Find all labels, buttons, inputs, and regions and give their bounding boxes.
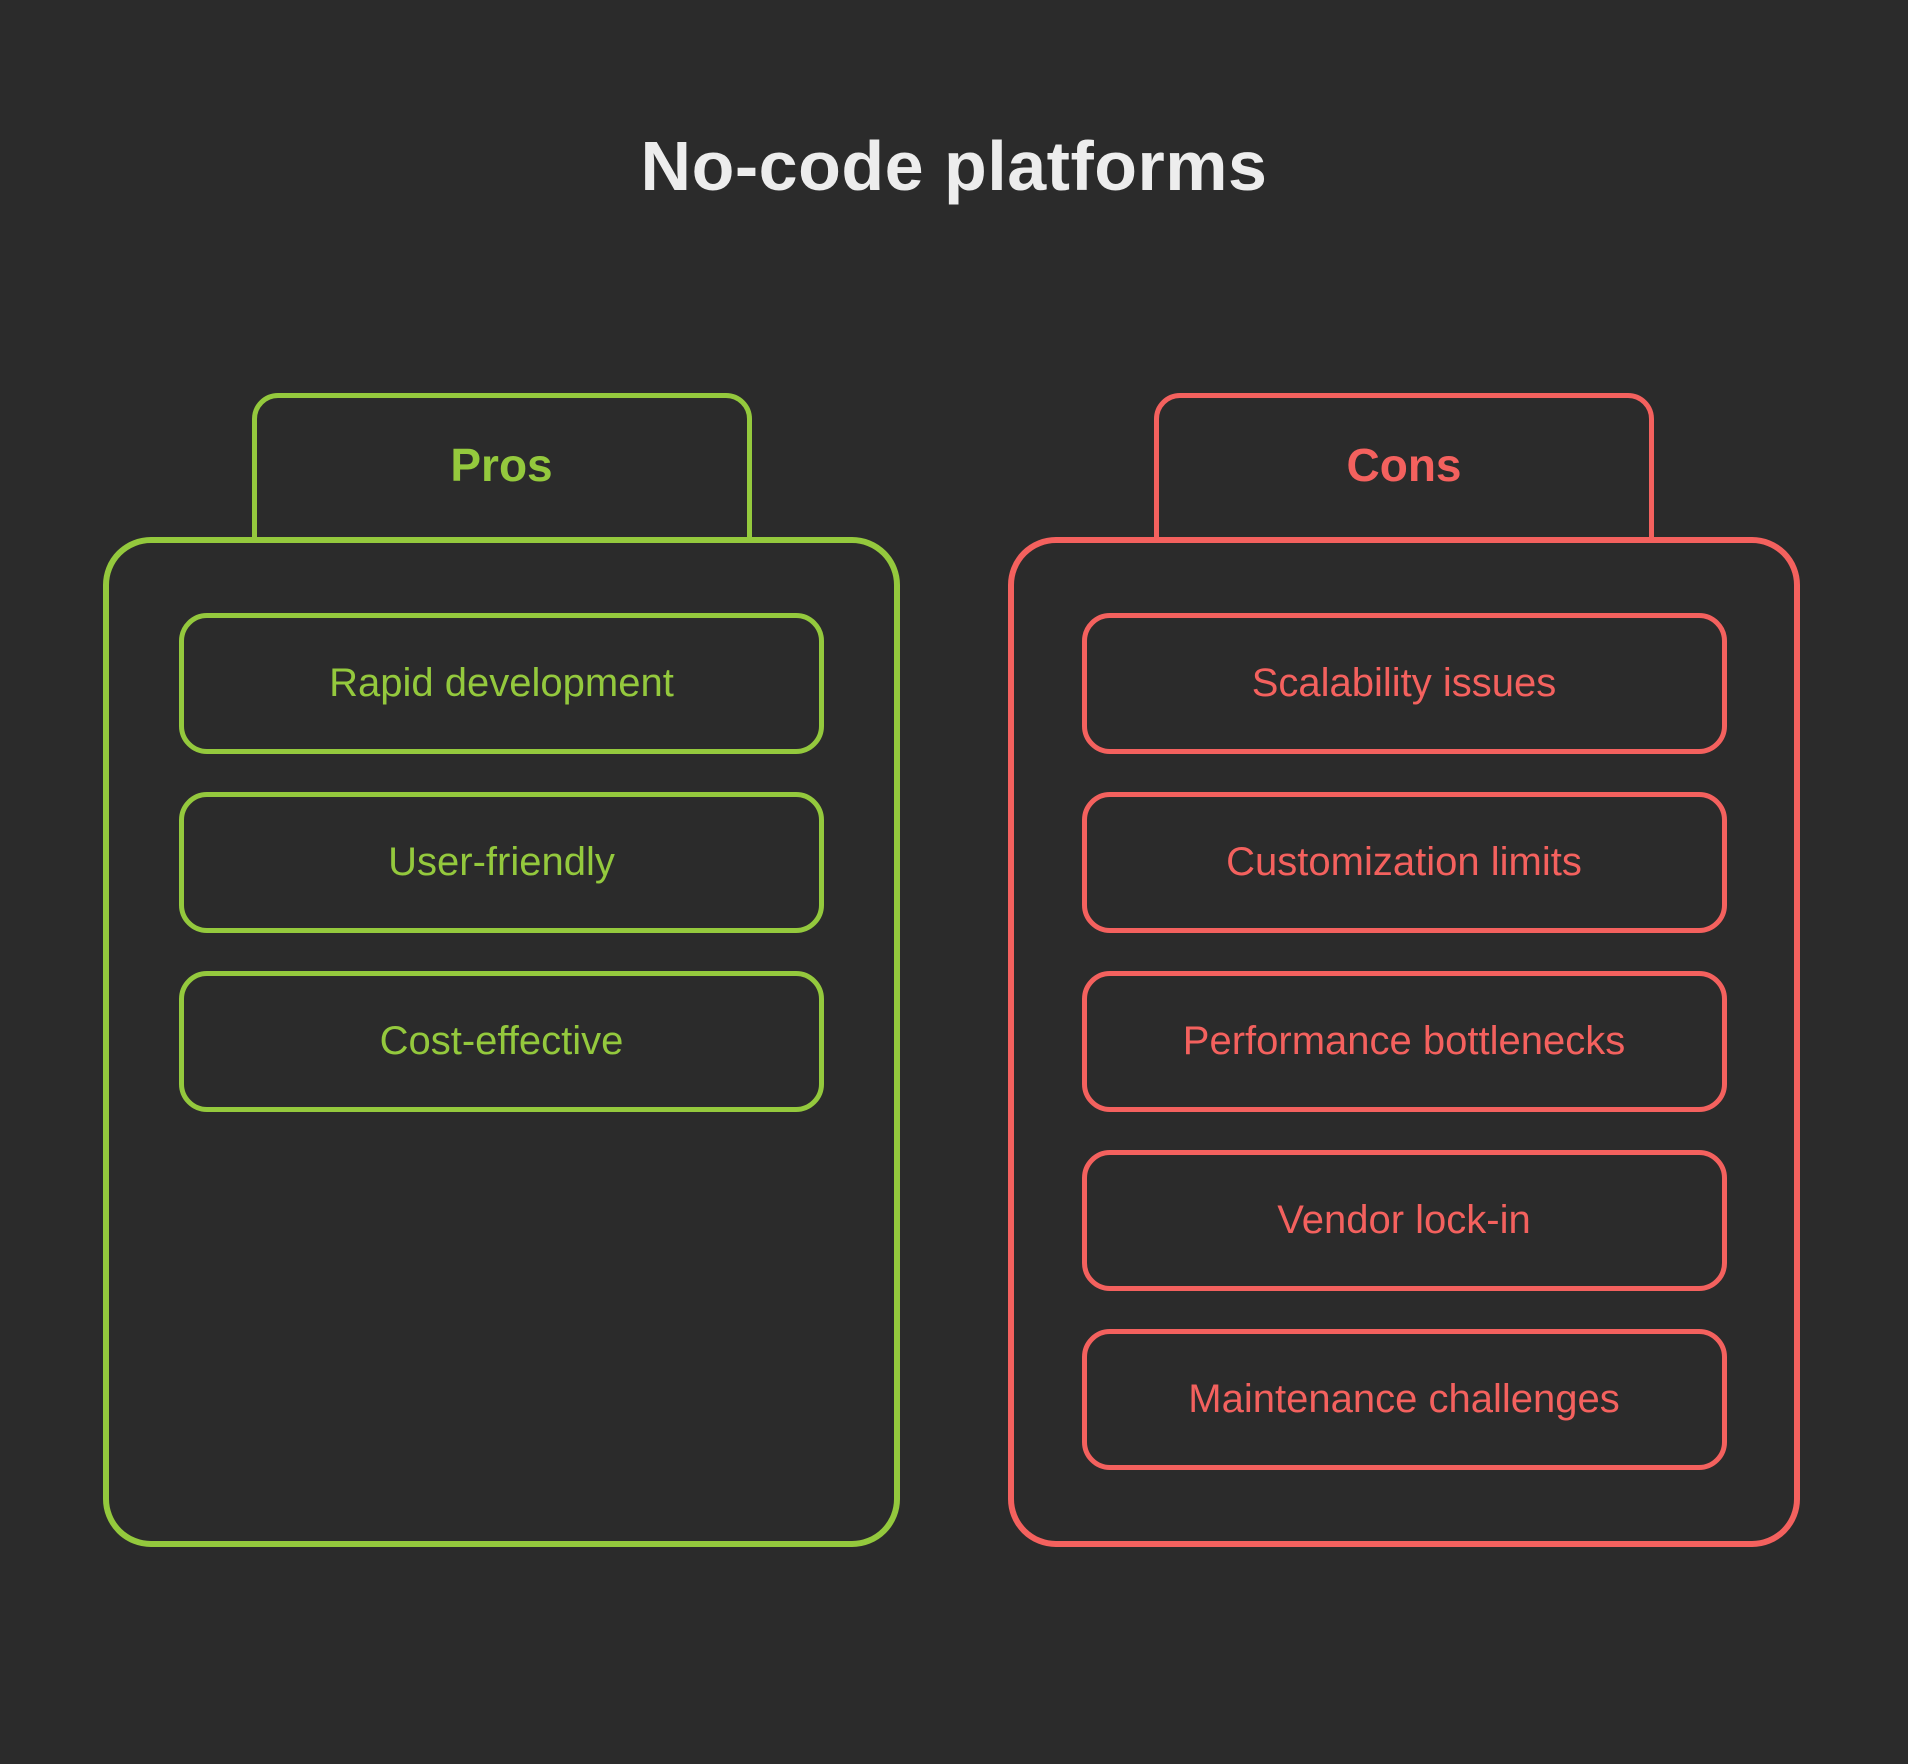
cons-panel: Cons Scalability issues Customization li…: [1008, 393, 1800, 1547]
cons-item: Maintenance challenges: [1081, 1329, 1727, 1470]
cons-item: Performance bottlenecks: [1081, 971, 1727, 1112]
cons-item: Customization limits: [1081, 792, 1727, 933]
pros-tab-label: Pros: [450, 439, 553, 491]
pros-item: Cost-effective: [179, 971, 824, 1112]
pros-item: User-friendly: [179, 792, 824, 933]
cons-card: Scalability issues Customization limits …: [1008, 537, 1800, 1547]
cons-item: Scalability issues: [1081, 613, 1727, 754]
pros-card: Rapid development User-friendly Cost-eff…: [103, 537, 900, 1547]
pros-panel: Pros Rapid development User-friendly Cos…: [103, 393, 900, 1547]
pros-item: Rapid development: [179, 613, 824, 754]
page-title: No-code platforms: [640, 127, 1268, 205]
cons-item: Vendor lock-in: [1081, 1150, 1727, 1291]
cons-tab-label: Cons: [1346, 439, 1462, 491]
